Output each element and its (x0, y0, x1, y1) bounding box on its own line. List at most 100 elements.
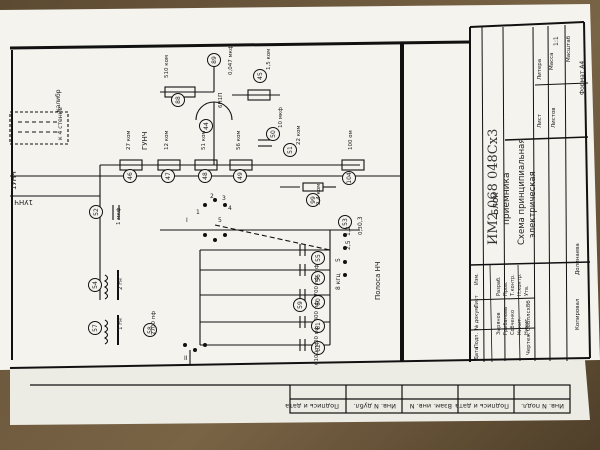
switch-band-labels: 8 кгц 5 2,5 1,2 0,3 (335, 216, 364, 290)
callout-ref-46: 46 (127, 172, 134, 180)
format-label: Формат А4 (579, 61, 586, 95)
callout-ref-49: 49 (237, 172, 244, 180)
margin-stamp-grid (30, 384, 571, 414)
callout-ref-57: 57 (92, 324, 99, 332)
callout-ref-47: 47 (165, 172, 172, 180)
cell-list: Лист (537, 113, 543, 128)
callout-ref-56: 56 (315, 274, 322, 282)
callout-circle-56 (311, 271, 325, 285)
role-utv: Утв. (524, 285, 530, 296)
callout-value-47: 12 ком (164, 130, 170, 150)
callout-value-56: 2700 пф (314, 276, 320, 300)
callout-circle-57 (88, 321, 102, 335)
callout-value-49: 56 ком (236, 130, 242, 150)
sign-izm: Изм. (474, 273, 480, 285)
callout-circle-48 (198, 169, 212, 183)
pos-3: 3 (222, 195, 226, 202)
cell-massa: Масса (549, 52, 555, 70)
callout-circle-104 (342, 171, 356, 185)
margin-stamp: Подпись и дата Инв. N дубл. Взам. инв. N… (285, 402, 564, 410)
callout-circle-59 (293, 298, 307, 312)
sign-podp: Подп. (474, 332, 480, 348)
label-polosa-nch: Полоса НЧ (374, 261, 382, 300)
callout-value-54: 2 гн (118, 278, 124, 290)
callout-circle-62 (311, 341, 325, 355)
callout-circle-60 (311, 295, 325, 309)
callout-ref-52: 52 (93, 208, 100, 216)
name-nkontr: Никит. (517, 317, 523, 335)
callout-ref-50: 50 (270, 130, 277, 138)
stamp-inv-podl: Инв. N подл. (521, 402, 564, 410)
pos-II: II (184, 355, 188, 362)
callout-circle-99 (306, 193, 320, 207)
callout-value-60: 6800 пф (314, 301, 320, 325)
pos-5: 5 (218, 217, 222, 224)
callout-circle-49 (233, 169, 247, 183)
callout-circle-54 (88, 278, 102, 292)
callout-49: 49 56 ком (233, 130, 247, 183)
callout-circle-55 (311, 251, 325, 265)
label-1unch-bottom: 1УНЧ (14, 198, 33, 206)
callout-value-61: 2000 пф (314, 326, 320, 350)
doc-subtitle-1: Схема принципиальная (517, 139, 527, 245)
band-1-2: 1,2 (345, 226, 352, 236)
drawing-frame (9, 21, 591, 369)
stamp-podpis-2: Подпись и дата (455, 402, 509, 410)
sign-nodok: № докум. (474, 305, 480, 330)
callout-value-104: 100 ом (348, 130, 354, 150)
pos-2: 2 (210, 193, 214, 200)
stamp-vzam-inv: Взам. инв. N (410, 402, 452, 410)
callout-99: 992,4 ком (306, 184, 322, 207)
title-block: ИМ2.068 048Сх3 Блок приемника Схема прин… (474, 35, 586, 360)
name-prov: Грибанова (503, 307, 509, 335)
margin-strip (10, 360, 590, 425)
callout-ref-53: 53 (342, 218, 349, 226)
callout-ref-48: 48 (202, 172, 209, 180)
doc-title-2: приемника (502, 173, 512, 225)
band-8khz: 8 кгц (335, 273, 342, 290)
callout-45: 451,5 ком (253, 49, 272, 83)
copied-by: Копировал (575, 298, 581, 330)
callout-value-99: 2,4 ком (316, 184, 322, 205)
callout-circle-50 (266, 127, 280, 141)
switch-position-labels: 1 2 3 4 5 I II (184, 193, 232, 362)
callout-ref-55: 55 (315, 254, 322, 262)
callout-circle-88 (171, 93, 185, 107)
sign-list: Лист (474, 295, 480, 308)
callout-circle-51 (283, 143, 297, 157)
callout-value-58: 2700 пф (151, 311, 157, 335)
pos-4: 4 (228, 205, 232, 212)
callout-circle-89 (207, 53, 221, 67)
callout-value-51: 22 ком (296, 125, 302, 145)
sign-data: Дата (474, 347, 480, 360)
callout-ref-99: 99 (310, 196, 317, 204)
callout-value-62: 6100 пф (314, 341, 320, 365)
scale-value: 1:1 (553, 36, 560, 46)
pos-1: 1 (196, 209, 200, 216)
role-prov: Пров. (503, 281, 509, 296)
callout-circle-61 (311, 319, 325, 333)
label-k4-stenke: к 4 стенке (57, 107, 64, 140)
callout-value-88: 510 ком (164, 55, 170, 78)
callout-circle-53 (338, 215, 352, 229)
name-tkontr: Собченко (510, 310, 516, 335)
role-razrab: Разраб. (496, 276, 502, 296)
callout-value-50: 10 мкф (278, 107, 284, 128)
callout-circle-47 (161, 169, 175, 183)
callout-value-46: 27 ком (126, 130, 132, 150)
stamp-podpis-1: Подпись и дата (285, 402, 339, 410)
label-gunch: ГУНЧ (141, 131, 149, 150)
callout-47: 47 12 ком (161, 130, 175, 183)
